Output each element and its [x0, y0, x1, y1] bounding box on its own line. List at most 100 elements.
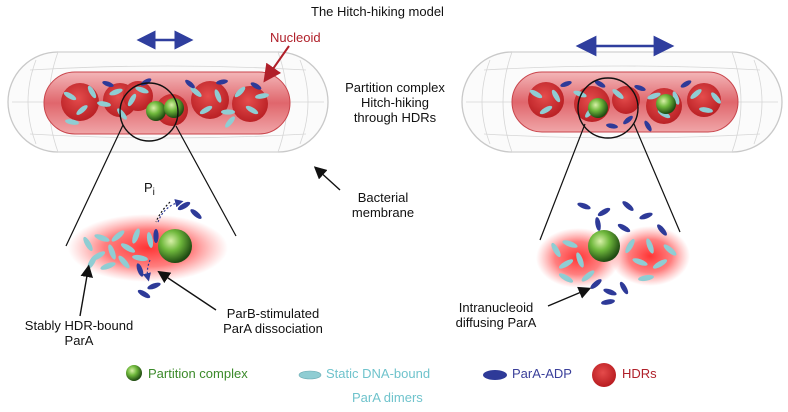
adp-dimer: [619, 281, 629, 295]
static-dimer: [663, 244, 677, 256]
left-zoom-line-1: [65, 124, 124, 247]
pi-label: Pi: [144, 180, 155, 198]
legend-partition-label: Partition complex: [148, 366, 248, 381]
stably-label-line-1: Stably HDR-bound: [24, 318, 134, 333]
static-dimer: [109, 88, 123, 96]
left-zoom: [68, 199, 228, 299]
legend-adp-icon: [483, 370, 507, 380]
static-dimer: [551, 89, 561, 103]
right-zoom-line-1: [539, 123, 586, 241]
legend-partition-icon: [126, 365, 142, 381]
adp-dimer: [177, 201, 191, 211]
right-magnifier-circle: [577, 77, 639, 139]
static-dimer: [625, 238, 635, 254]
static-dimer: [612, 89, 624, 99]
legend-dimers-label: ParA dimers: [352, 390, 423, 405]
static-dimer: [647, 92, 661, 100]
right-partition-complex-2: [656, 94, 676, 114]
static-dimer: [146, 232, 154, 248]
intra-label: Intranucleoid diffusing ParA: [440, 300, 552, 330]
adp-dimer: [190, 209, 202, 219]
adp-dimer: [606, 123, 618, 129]
static-dimer: [63, 91, 77, 101]
para-drop-arrow: [142, 259, 151, 282]
static-dimer: [234, 86, 246, 98]
parb-label-line-2: ParA dissociation: [223, 321, 323, 336]
right-zoom-glow-2: [610, 226, 690, 286]
legend-static-icon: [298, 370, 322, 380]
static-dimer: [576, 252, 584, 268]
right-partition-complex-1: [588, 98, 608, 118]
static-dimer: [632, 258, 648, 266]
left-partition-complex-2: [164, 98, 184, 118]
adp-dimer: [634, 84, 646, 92]
static-dimer: [199, 105, 213, 115]
left-zoom-static-dimers: [83, 228, 154, 270]
partition-label-line-3: through HDRs: [353, 110, 437, 125]
static-dimer: [573, 90, 587, 98]
static-dimer: [690, 89, 702, 99]
right-zoom-static-dimers: [551, 238, 677, 283]
para-release-arrow: [157, 199, 184, 223]
adp-dimer: [216, 79, 228, 85]
right-zoom-adp-dimers: [577, 201, 667, 305]
parb-label: ParB-stimulated ParA dissociation: [208, 306, 338, 336]
static-dimer: [94, 234, 110, 242]
static-dimer: [581, 270, 595, 282]
membrane-label: Bacterial membrane: [338, 190, 428, 220]
legend-static-label: Static DNA-bound: [326, 366, 431, 381]
static-dimer: [529, 89, 543, 99]
adp-dimer: [639, 212, 653, 220]
left-zoom-line-2: [175, 125, 237, 237]
adp-dimer: [153, 229, 159, 243]
static-dimer: [539, 105, 553, 115]
right-zoom-partition-complex: [588, 230, 620, 262]
static-dimer: [245, 105, 259, 115]
left-partition-complex-1: [146, 101, 166, 121]
right-cell: [461, 35, 783, 153]
parb-label-line-1: ParB-stimulated: [226, 306, 320, 321]
right-adp-dimers: [560, 80, 692, 132]
static-dimer: [711, 92, 721, 104]
static-dimer: [225, 116, 235, 128]
static-dimer: [558, 259, 574, 269]
stably-label: Stably HDR-bound ParA: [14, 318, 144, 348]
adp-dimer: [622, 201, 634, 211]
static-dimer: [100, 262, 116, 270]
static-dimer: [190, 87, 202, 97]
adp-dimer: [623, 115, 633, 125]
static-dimer: [83, 236, 93, 252]
static-dimer: [214, 89, 222, 103]
static-dimer: [111, 230, 125, 242]
diagram-title: The Hitch-hiking model: [311, 4, 444, 19]
static-dimer: [562, 240, 578, 248]
static-dimer: [118, 255, 130, 269]
static-dimer: [672, 91, 680, 105]
static-dimer: [699, 107, 713, 113]
static-dimer: [646, 238, 654, 254]
static-dimer: [87, 85, 97, 99]
adp-dimer: [136, 263, 144, 277]
static-dimer: [132, 228, 140, 244]
adp-dimer: [147, 282, 161, 290]
adp-dimer: [680, 80, 692, 88]
left-cell: [7, 30, 329, 153]
membrane-arrow: [313, 166, 341, 191]
stably-arrow: [79, 264, 94, 317]
parb-arrow: [157, 270, 217, 311]
adp-dimer: [102, 80, 114, 88]
membrane-label-line-2: membrane: [351, 205, 415, 220]
left-static-dimers: [63, 85, 269, 128]
partition-hitchhiking-label: Partition complex Hitch-hiking through H…: [326, 80, 464, 125]
right-zoom-line-2: [633, 123, 681, 233]
static-dimer: [65, 119, 79, 125]
static-dimer: [132, 254, 148, 262]
nucleoid-label: Nucleoid: [270, 30, 321, 45]
partition-label-line-2: Hitch-hiking: [361, 95, 429, 110]
static-dimer: [135, 86, 149, 94]
static-dimer: [76, 105, 88, 115]
intra-arrow: [547, 286, 592, 307]
adp-dimer: [594, 80, 606, 88]
adp-dimer: [657, 224, 667, 236]
